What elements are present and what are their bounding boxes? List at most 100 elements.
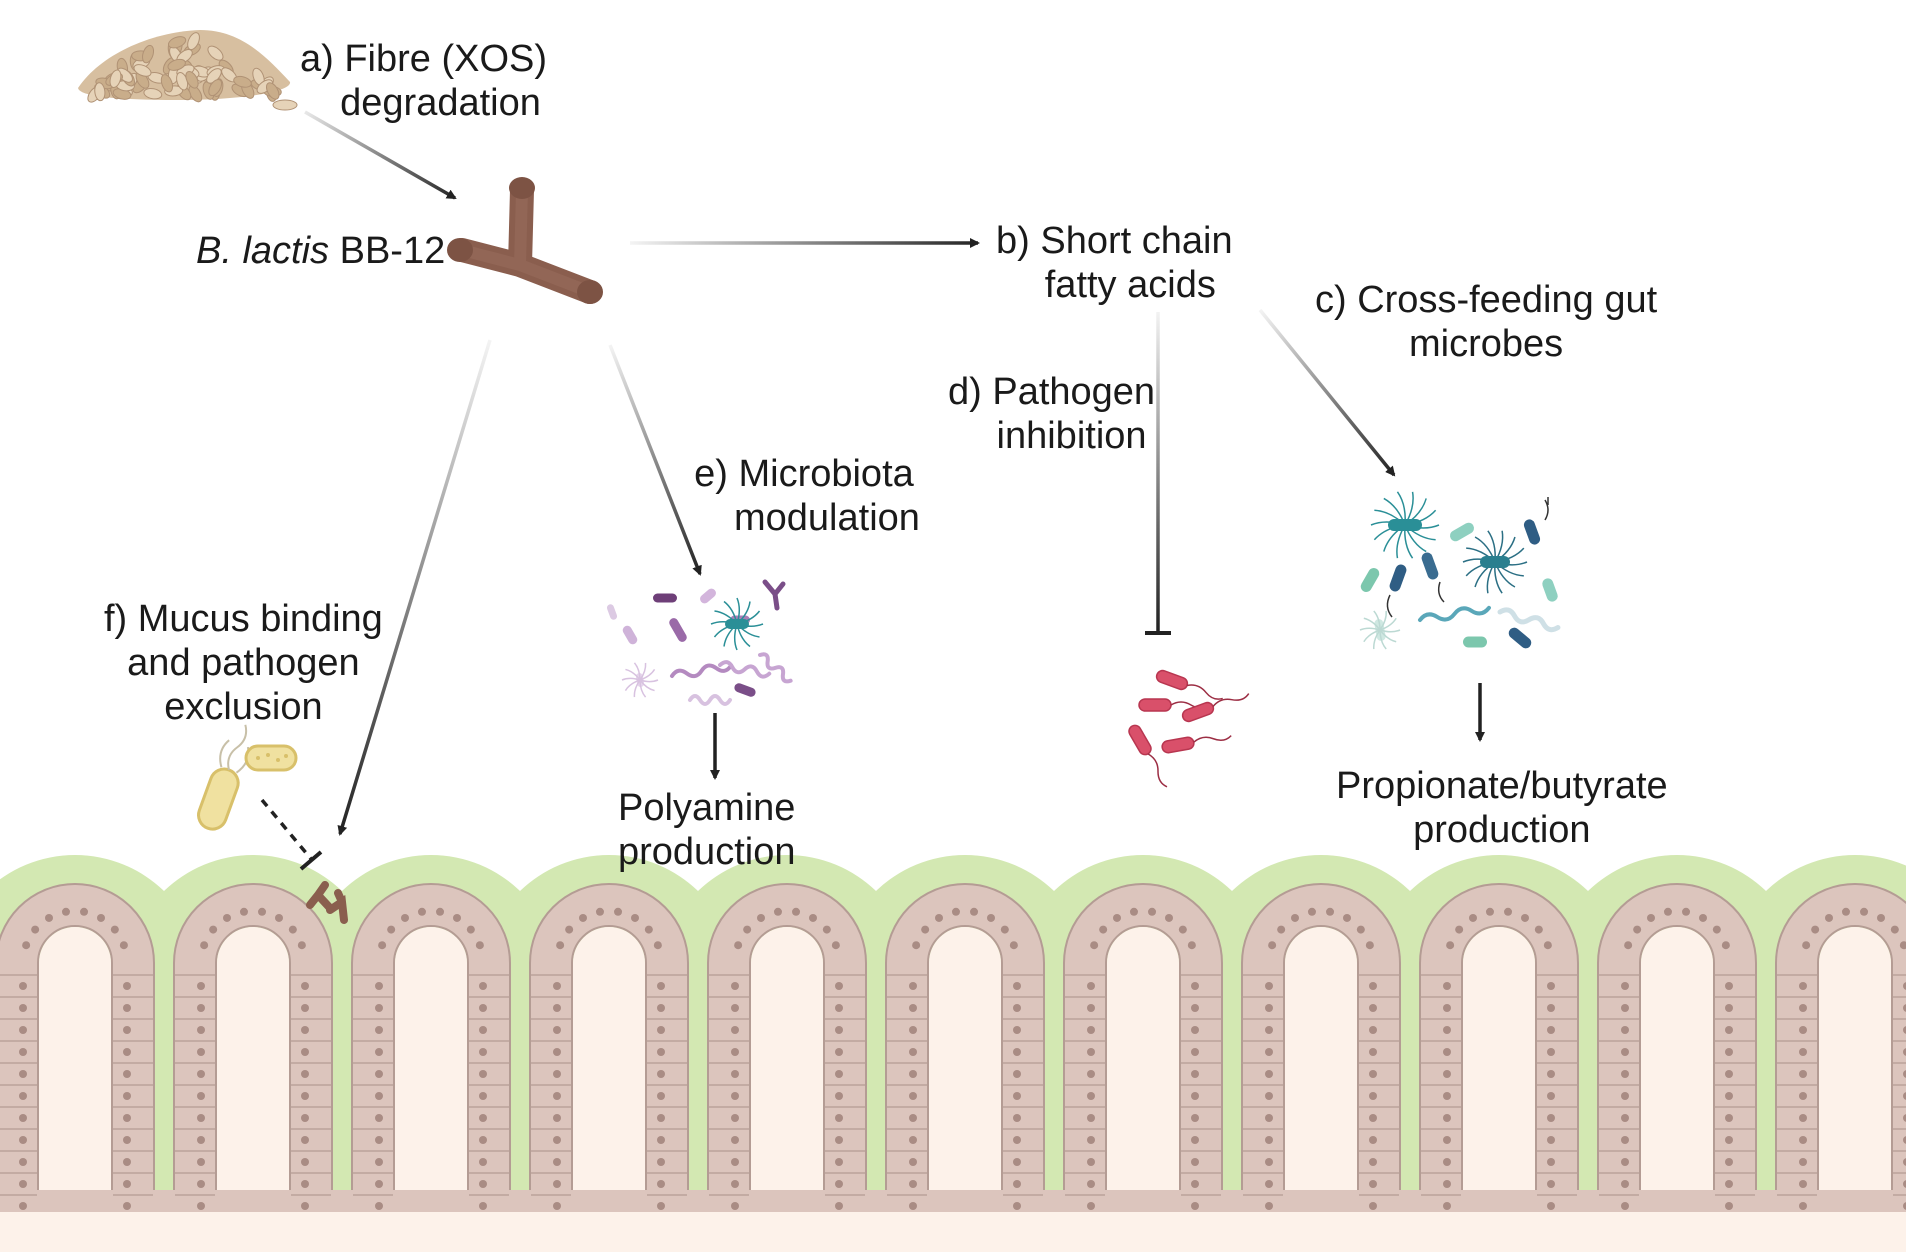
flagellum xyxy=(1373,610,1381,631)
cell-nucleus xyxy=(479,1048,487,1056)
cell-nucleus xyxy=(1191,1070,1199,1078)
cell-nucleus xyxy=(1369,1004,1377,1012)
cell-nucleus xyxy=(1903,1158,1906,1166)
label-mucus-binding: f) Mucus binding and pathogen exclusion xyxy=(104,598,383,728)
label-microbiota-modulation: e) Microbiota modulation xyxy=(694,453,920,539)
cell-nucleus xyxy=(743,925,752,934)
cell-nucleus xyxy=(1265,1136,1273,1144)
cell-nucleus xyxy=(1443,1158,1451,1166)
cell-nucleus xyxy=(479,1136,487,1144)
flagellum xyxy=(1386,594,1393,618)
cell-nucleus xyxy=(1547,1202,1555,1210)
cell-nucleus xyxy=(731,1158,739,1166)
cell-nucleus xyxy=(1087,1180,1095,1188)
spirochete xyxy=(758,652,793,684)
bacterium xyxy=(762,579,786,611)
bacterium xyxy=(669,618,687,642)
cell-nucleus xyxy=(1547,1158,1555,1166)
cell-nucleus xyxy=(1455,925,1464,934)
cell-nucleus xyxy=(1446,941,1455,950)
cell-nucleus xyxy=(239,907,248,916)
label-propionate-butyrate: Propionate/butyrate production xyxy=(1336,765,1668,851)
cell-nucleus xyxy=(123,1026,131,1034)
cell-nucleus xyxy=(19,1202,27,1210)
cell-nucleus xyxy=(1265,1202,1273,1210)
cell-nucleus xyxy=(1265,1048,1273,1056)
cell-nucleus xyxy=(909,1026,917,1034)
cell-nucleus xyxy=(1504,907,1513,916)
spirochete xyxy=(1497,607,1561,633)
cross-feeding-cluster-icon xyxy=(1359,491,1561,650)
cell-nucleus xyxy=(1191,1092,1199,1100)
cell-nucleus xyxy=(479,1026,487,1034)
cell-nucleus xyxy=(1369,1202,1377,1210)
cell-nucleus xyxy=(123,1070,131,1078)
cell-nucleus xyxy=(1699,913,1707,922)
cell-nucleus xyxy=(1547,1092,1555,1100)
cell-nucleus xyxy=(1013,1048,1021,1056)
cell-nucleus xyxy=(197,1048,205,1056)
cell-nucleus xyxy=(1087,1070,1095,1078)
cell-nucleus xyxy=(1624,941,1633,950)
cell-nucleus xyxy=(1621,1092,1629,1100)
cell-nucleus xyxy=(731,1004,739,1012)
cell-nucleus xyxy=(375,1158,383,1166)
cell-nucleus xyxy=(657,1004,665,1012)
cell-nucleus xyxy=(1682,907,1691,916)
cell-nucleus xyxy=(19,1136,27,1144)
grain xyxy=(143,87,163,100)
flagellum xyxy=(639,669,656,681)
cell-nucleus xyxy=(553,1048,561,1056)
cell-nucleus xyxy=(123,982,131,990)
cell-nucleus xyxy=(1811,925,1820,934)
cell-nucleus xyxy=(375,1202,383,1210)
bacterium xyxy=(1389,564,1407,592)
cell-nucleus xyxy=(731,1114,739,1122)
cell-nucleus xyxy=(297,941,306,950)
flagellum xyxy=(1544,497,1549,521)
cell-nucleus xyxy=(731,1026,739,1034)
bifidobacterium-icon xyxy=(447,177,603,304)
cell-nucleus xyxy=(387,925,396,934)
cell-nucleus xyxy=(1013,982,1021,990)
cell-nucleus xyxy=(1890,925,1899,934)
cell-nucleus xyxy=(553,1004,561,1012)
cell-nucleus xyxy=(970,907,979,916)
cell-nucleus xyxy=(657,1048,665,1056)
cell-nucleus xyxy=(1903,1092,1906,1100)
bacterium xyxy=(1181,701,1215,723)
cell-nucleus xyxy=(1621,1158,1629,1166)
cell-nucleus xyxy=(1087,1092,1095,1100)
grain xyxy=(167,36,187,49)
cell-nucleus xyxy=(553,1180,561,1188)
cell-nucleus xyxy=(1621,1048,1629,1056)
flagellum xyxy=(639,679,647,698)
grain xyxy=(207,45,224,61)
cell-nucleus xyxy=(479,1202,487,1210)
cell-nucleus xyxy=(1087,1048,1095,1056)
cell-nucleus xyxy=(375,1114,383,1122)
cell-nucleus xyxy=(1799,1202,1807,1210)
cell-nucleus xyxy=(912,941,921,950)
cell-nucleus xyxy=(375,1026,383,1034)
bifidobacterium-mucus-icon xyxy=(306,881,348,924)
cell-nucleus xyxy=(375,1004,383,1012)
cell-nucleus xyxy=(123,1136,131,1144)
bacterium xyxy=(1450,522,1474,542)
flagellum xyxy=(1379,629,1387,650)
cell-nucleus xyxy=(197,1180,205,1188)
cell-nucleus xyxy=(197,1114,205,1122)
cell-nucleus xyxy=(123,1202,131,1210)
grain xyxy=(142,44,155,64)
cell-nucleus xyxy=(809,913,817,922)
cell-nucleus xyxy=(1799,1136,1807,1144)
cell-nucleus xyxy=(19,1158,27,1166)
cell-nucleus xyxy=(375,1048,383,1056)
cell-nucleus xyxy=(1009,941,1018,950)
cell-nucleus xyxy=(644,925,653,934)
cell-nucleus xyxy=(375,1092,383,1100)
cell-nucleus xyxy=(1277,925,1286,934)
cell-nucleus xyxy=(1326,907,1335,916)
cell-nucleus xyxy=(1265,1158,1273,1166)
bacterium xyxy=(725,619,749,629)
